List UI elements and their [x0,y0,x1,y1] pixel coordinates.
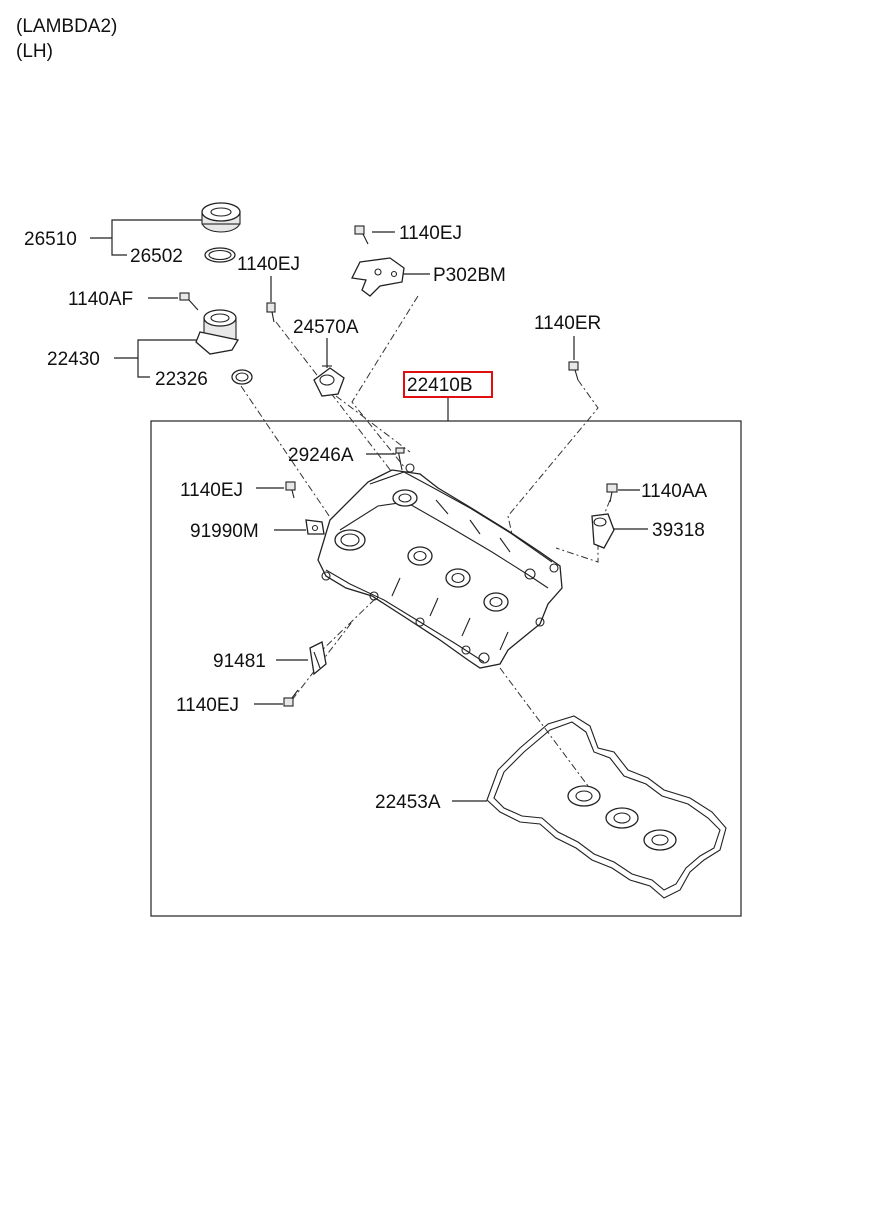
bracket-p302bm [351,257,405,297]
cover-gasket [486,715,727,899]
side-variant-label: (LH) [16,41,53,62]
rocker-cover [317,463,563,669]
bolt-1140ej-top [354,225,369,245]
label-22453a: 22453A [375,792,441,813]
label-24570a: 24570A [293,317,359,338]
label-1140af: 1140AF [68,289,133,310]
label-1140ej-bottom: 1140EJ [176,695,239,716]
label-91990m: 91990M [190,521,259,542]
stud-29246a [395,447,405,471]
bolt-1140er [568,361,579,381]
neck-oring [231,369,253,385]
label-22430: 22430 [47,349,100,370]
label-26502: 26502 [130,246,183,267]
label-91481: 91481 [213,651,266,672]
bolt-1140ej-bottom [283,689,299,707]
bolt-1140aa [606,483,618,503]
clip-91481 [309,641,327,676]
label-1140ej-left: 1140EJ [180,480,243,501]
label-29246a: 29246A [288,445,354,466]
cam-position-sensor [591,513,615,549]
label-p302bm: P302BM [433,265,506,286]
label-1140ej-top: 1140EJ [399,223,462,244]
engine-variant-label: (LAMBDA2) [16,16,118,37]
part-labels: 26510 26502 1140AF 22430 22326 1140EJ P3… [24,223,708,813]
bolt-1140af [179,292,199,311]
clip-91990m [305,519,325,535]
cap-gasket [204,247,236,263]
label-1140er: 1140ER [534,313,601,334]
leader-lines [90,219,648,802]
label-39318: 39318 [652,520,705,541]
filler-neck [195,309,240,355]
assembly-frame [150,420,742,917]
pcv-valve [313,365,345,397]
label-1140ej-mid: 1140EJ [237,254,300,275]
label-1140aa: 1140AA [641,481,708,502]
label-22326: 22326 [155,369,208,390]
label-22410b: 22410B [407,375,473,396]
label-26510: 26510 [24,229,77,250]
bolt-1140ej-mid [266,302,276,323]
oil-filler-cap [201,202,241,233]
highlight-box [403,371,493,398]
bolt-1140ej-left [285,481,296,499]
